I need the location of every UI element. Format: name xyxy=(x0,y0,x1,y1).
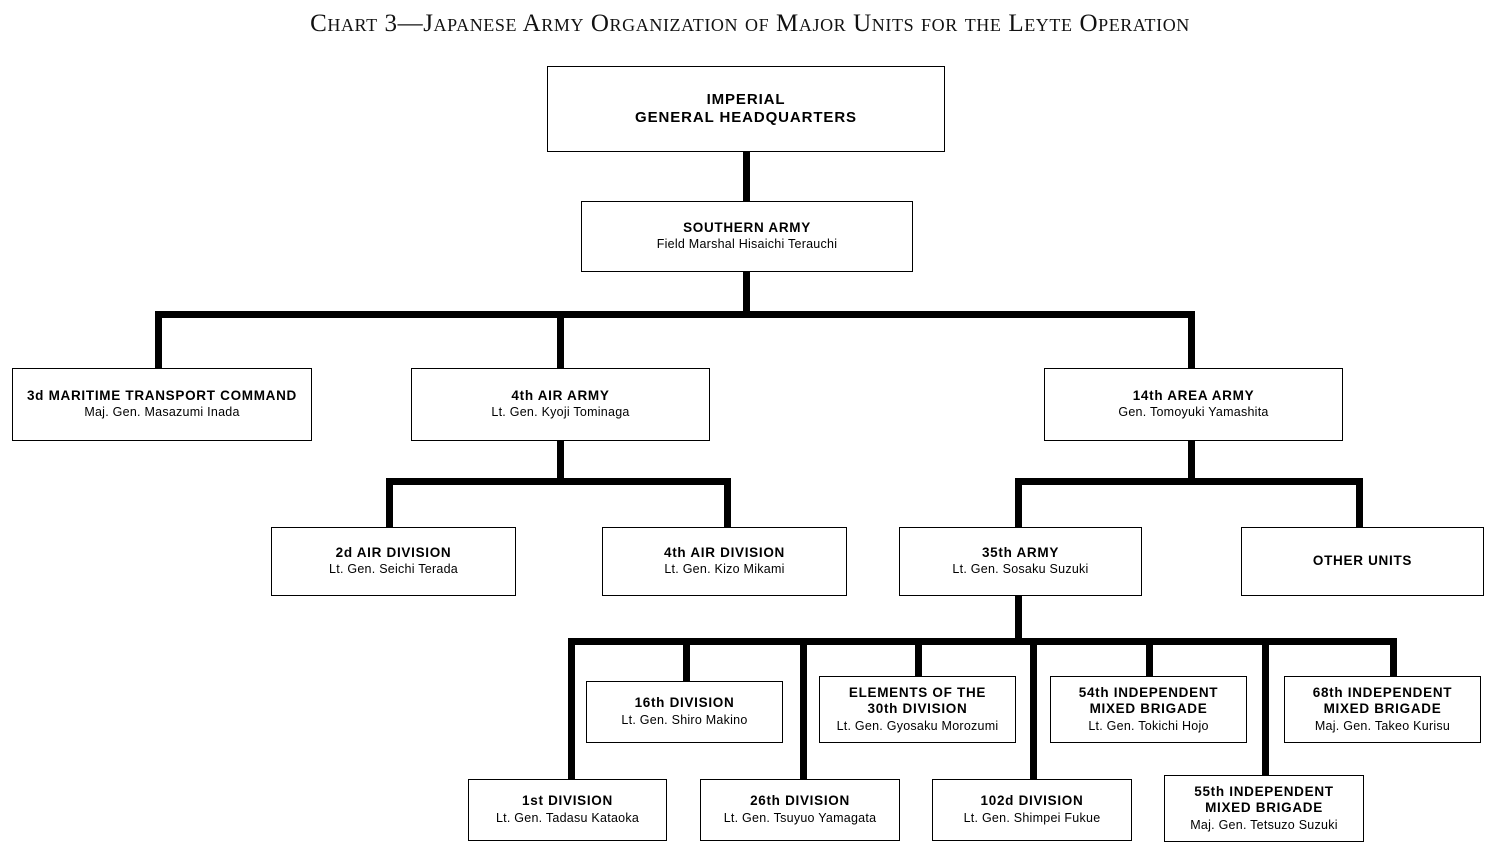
node-unit-label: 102d DIVISION xyxy=(980,793,1084,809)
node-commander-label: Maj. Gen. Takeo Kurisu xyxy=(1314,718,1451,733)
connector-area14-bus xyxy=(1015,478,1363,485)
connector-bus-to-aird2 xyxy=(386,478,393,528)
connector-bus-to-div102 xyxy=(1030,638,1037,780)
node-4th-air-division[interactable]: 4th AIR DIVISION Lt. Gen. Kizo Mikami xyxy=(602,527,847,596)
node-3d-maritime-transport-command[interactable]: 3d MARITIME TRANSPORT COMMAND Maj. Gen. … xyxy=(12,368,312,441)
node-unit-label: 4th AIR DIVISION xyxy=(664,544,785,560)
connector-bus-to-area14 xyxy=(1188,311,1195,368)
node-unit-label: 4th AIR ARMY xyxy=(511,387,610,403)
node-southern-army[interactable]: SOUTHERN ARMY Field Marshal Hisaichi Ter… xyxy=(581,201,913,272)
node-35th-army[interactable]: 35th ARMY Lt. Gen. Sosaku Suzuki xyxy=(899,527,1142,596)
node-commander-label: Gen. Tomoyuki Yamashita xyxy=(1118,405,1269,420)
node-commander-label: Lt. Gen. Kizo Mikami xyxy=(664,562,785,577)
connector-air4-stem xyxy=(557,440,564,482)
node-commander-label: Maj. Gen. Tetsuzo Suzuki xyxy=(1190,817,1338,832)
connector-bus-to-mtc3 xyxy=(155,311,162,368)
node-102d-division[interactable]: 102d DIVISION Lt. Gen. Shimpei Fukue xyxy=(932,779,1132,841)
node-commander-label: Lt. Gen. Tokichi Hojo xyxy=(1088,718,1209,733)
connector-ighq-to-southern xyxy=(743,150,750,202)
node-commander-label: Lt. Gen. Seichi Terada xyxy=(329,562,458,577)
node-commander-label: Lt. Gen. Sosaku Suzuki xyxy=(952,562,1089,577)
connector-southern-stem xyxy=(743,271,750,314)
page-title: Chart 3—Japanese Army Organization of Ma… xyxy=(310,10,1190,37)
node-14th-area-army[interactable]: 14th AREA ARMY Gen. Tomoyuki Yamashita xyxy=(1044,368,1343,441)
node-unit-label: SOUTHERN ARMY xyxy=(683,219,811,235)
connector-bus-to-div16 xyxy=(683,638,690,682)
connector-bus-to-air4 xyxy=(557,311,564,368)
node-unit-label: 68th INDEPENDENT MIXED BRIGADE xyxy=(1312,684,1453,717)
node-unit-label: 1st DIVISION xyxy=(522,793,613,809)
node-commander-label: Lt. Gen. Shimpei Fukue xyxy=(963,810,1101,825)
connector-bus-to-other xyxy=(1356,478,1363,528)
node-55th-independent-mixed-brigade[interactable]: 55th INDEPENDENT MIXED BRIGADE Maj. Gen.… xyxy=(1164,775,1364,842)
connector-southern-bus xyxy=(155,311,1195,318)
node-1st-division[interactable]: 1st DIVISION Lt. Gen. Tadasu Kataoka xyxy=(468,779,667,841)
node-unit-label: 54th INDEPENDENT MIXED BRIGADE xyxy=(1078,684,1219,717)
node-unit-label: ELEMENTS OF THE 30th DIVISION xyxy=(848,684,987,717)
node-unit-label: 3d MARITIME TRANSPORT COMMAND xyxy=(26,387,298,403)
node-commander-label: Lt. Gen. Shiro Makino xyxy=(621,712,748,727)
node-16th-division[interactable]: 16th DIVISION Lt. Gen. Shiro Makino xyxy=(586,681,783,743)
node-imperial-general-headquarters[interactable]: IMPERIAL GENERAL HEADQUARTERS xyxy=(547,66,945,152)
node-unit-label: IMPERIAL GENERAL HEADQUARTERS xyxy=(635,90,857,126)
node-54th-independent-mixed-brigade[interactable]: 54th INDEPENDENT MIXED BRIGADE Lt. Gen. … xyxy=(1050,676,1247,743)
node-commander-label: Lt. Gen. Gyosaku Morozumi xyxy=(836,718,999,733)
node-commander-label: Lt. Gen. Tadasu Kataoka xyxy=(495,810,640,825)
connector-area14-stem xyxy=(1188,440,1195,482)
connector-army35-stem xyxy=(1015,595,1022,643)
node-unit-label: 2d AIR DIVISION xyxy=(335,544,452,560)
connector-bus-to-div26 xyxy=(800,638,807,780)
connector-bus-to-army35 xyxy=(1015,478,1022,528)
node-26th-division[interactable]: 26th DIVISION Lt. Gen. Tsuyuo Yamagata xyxy=(700,779,900,841)
node-2d-air-division[interactable]: 2d AIR DIVISION Lt. Gen. Seichi Terada xyxy=(271,527,516,596)
node-commander-label: Lt. Gen. Tsuyuo Yamagata xyxy=(723,810,877,825)
connector-air4-bus xyxy=(386,478,731,485)
connector-bus-to-div1 xyxy=(568,638,575,780)
node-unit-label: 16th DIVISION xyxy=(634,695,735,711)
connector-bus-to-imb68 xyxy=(1390,638,1397,682)
node-other-units[interactable]: OTHER UNITS xyxy=(1241,527,1484,596)
node-commander-label: Field Marshal Hisaichi Terauchi xyxy=(656,237,838,252)
node-elements-30th-division[interactable]: ELEMENTS OF THE 30th DIVISION Lt. Gen. G… xyxy=(819,676,1016,743)
node-unit-label: 26th DIVISION xyxy=(750,793,850,809)
node-unit-label: 14th AREA ARMY xyxy=(1132,387,1255,403)
node-4th-air-army[interactable]: 4th AIR ARMY Lt. Gen. Kyoji Tominaga xyxy=(411,368,710,441)
node-unit-label: OTHER UNITS xyxy=(1312,553,1413,569)
connector-bus-to-imb55 xyxy=(1262,638,1269,780)
connector-bus-to-imb54 xyxy=(1146,638,1153,682)
node-commander-label: Maj. Gen. Masazumi Inada xyxy=(84,405,240,420)
node-68th-independent-mixed-brigade[interactable]: 68th INDEPENDENT MIXED BRIGADE Maj. Gen.… xyxy=(1284,676,1481,743)
node-commander-label: Lt. Gen. Kyoji Tominaga xyxy=(491,405,630,420)
node-unit-label: 55th INDEPENDENT MIXED BRIGADE xyxy=(1194,783,1334,816)
node-unit-label: 35th ARMY xyxy=(981,544,1060,560)
connector-bus-to-div30 xyxy=(915,638,922,682)
connector-army35-bus xyxy=(568,638,1397,645)
connector-bus-to-aird4 xyxy=(724,478,731,528)
